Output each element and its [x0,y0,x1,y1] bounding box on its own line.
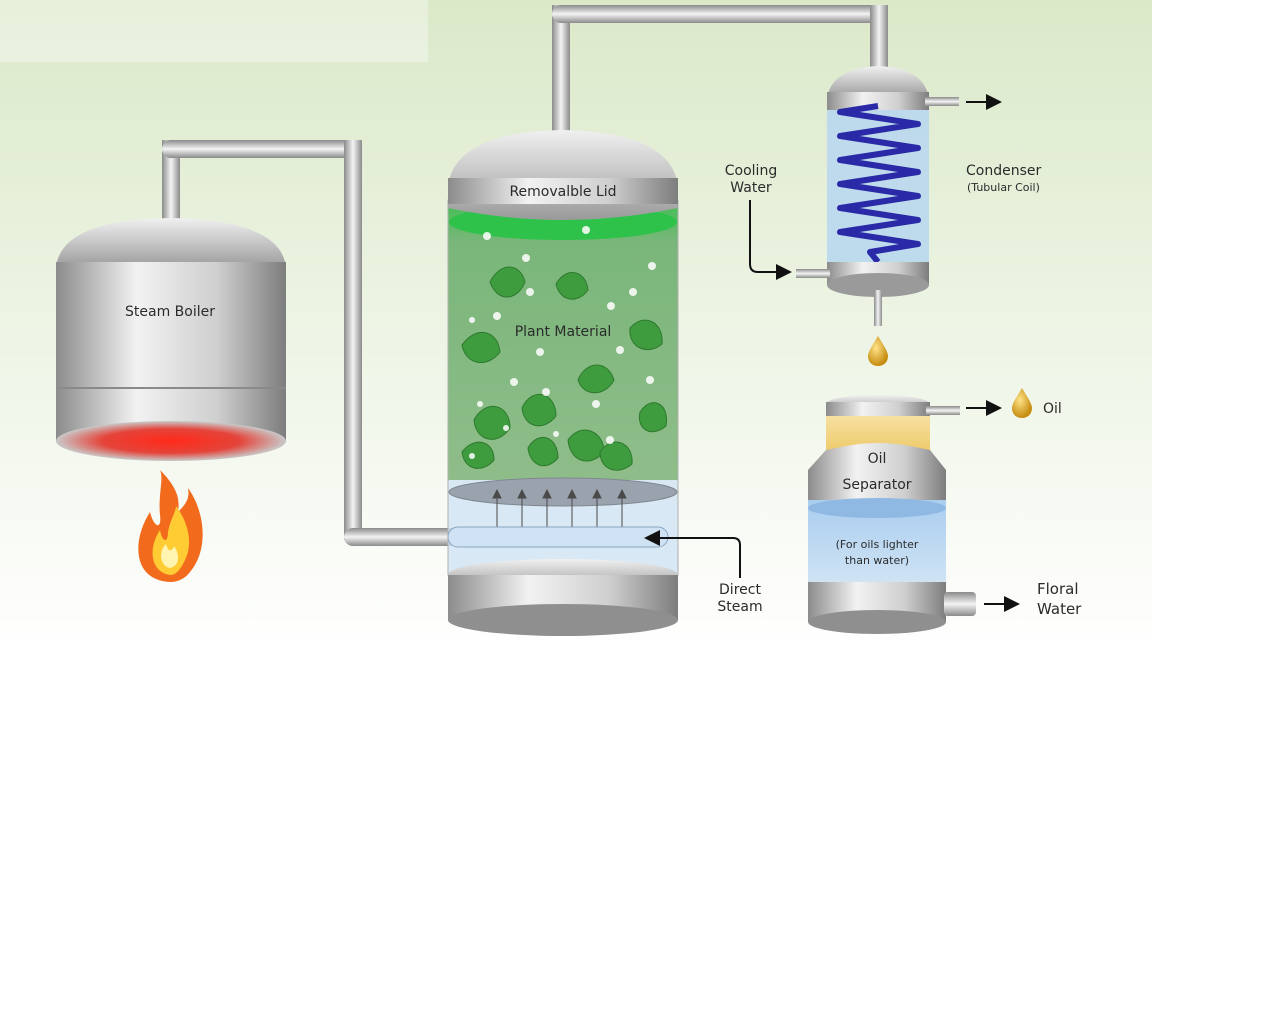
cooling-water-label-line1: Cooling [725,163,777,179]
steam-boiler: Steam Boiler [56,218,286,461]
distillation-vessel: Removalble Lid [447,130,679,636]
flame-icon [138,470,203,582]
steam-up-arrows [492,488,627,528]
floral-water-label-line2: Water [1037,600,1082,618]
direct-steam-arrow [644,530,741,578]
condenser-label: Condenser [966,163,1041,179]
oil-layer-label: Oil [868,451,887,467]
direct-steam-label-line2: Steam [717,599,762,615]
steam-boiler-label: Steam Boiler [125,304,215,320]
vapor-pipe-vessel-to-condenser [552,5,888,135]
cooling-water-label-line2: Water [730,180,772,196]
plant-material-label: Plant Material [515,324,612,340]
steam-bubbles [469,226,656,459]
cooling-water-arrow [749,200,792,280]
condenser-sublabel: (Tubular Coil) [967,181,1040,194]
condenser [796,66,959,326]
boiler-heat-glow [56,421,286,461]
steam-inlet-pipe [447,526,669,548]
steam-pipe-boiler-to-vessel [162,140,464,546]
floral-water-label-line1: Floral [1037,580,1079,598]
separator-note-line2: than water) [845,554,909,567]
oil-output-label: Oil [1043,401,1062,417]
oil-separator [808,395,976,634]
perforated-grid [448,477,678,507]
direct-steam-label-line1: Direct [719,582,761,598]
condenser-coil [837,103,921,264]
oil-drop-icon [1012,388,1032,418]
oil-droplet-icon [868,336,888,366]
separator-label: Separator [842,477,911,493]
removable-lid-label: Removalble Lid [509,184,616,200]
plant-leaves [461,266,668,471]
separator-note-line1: (For oils lighter [836,538,919,551]
background-patch [0,0,428,62]
